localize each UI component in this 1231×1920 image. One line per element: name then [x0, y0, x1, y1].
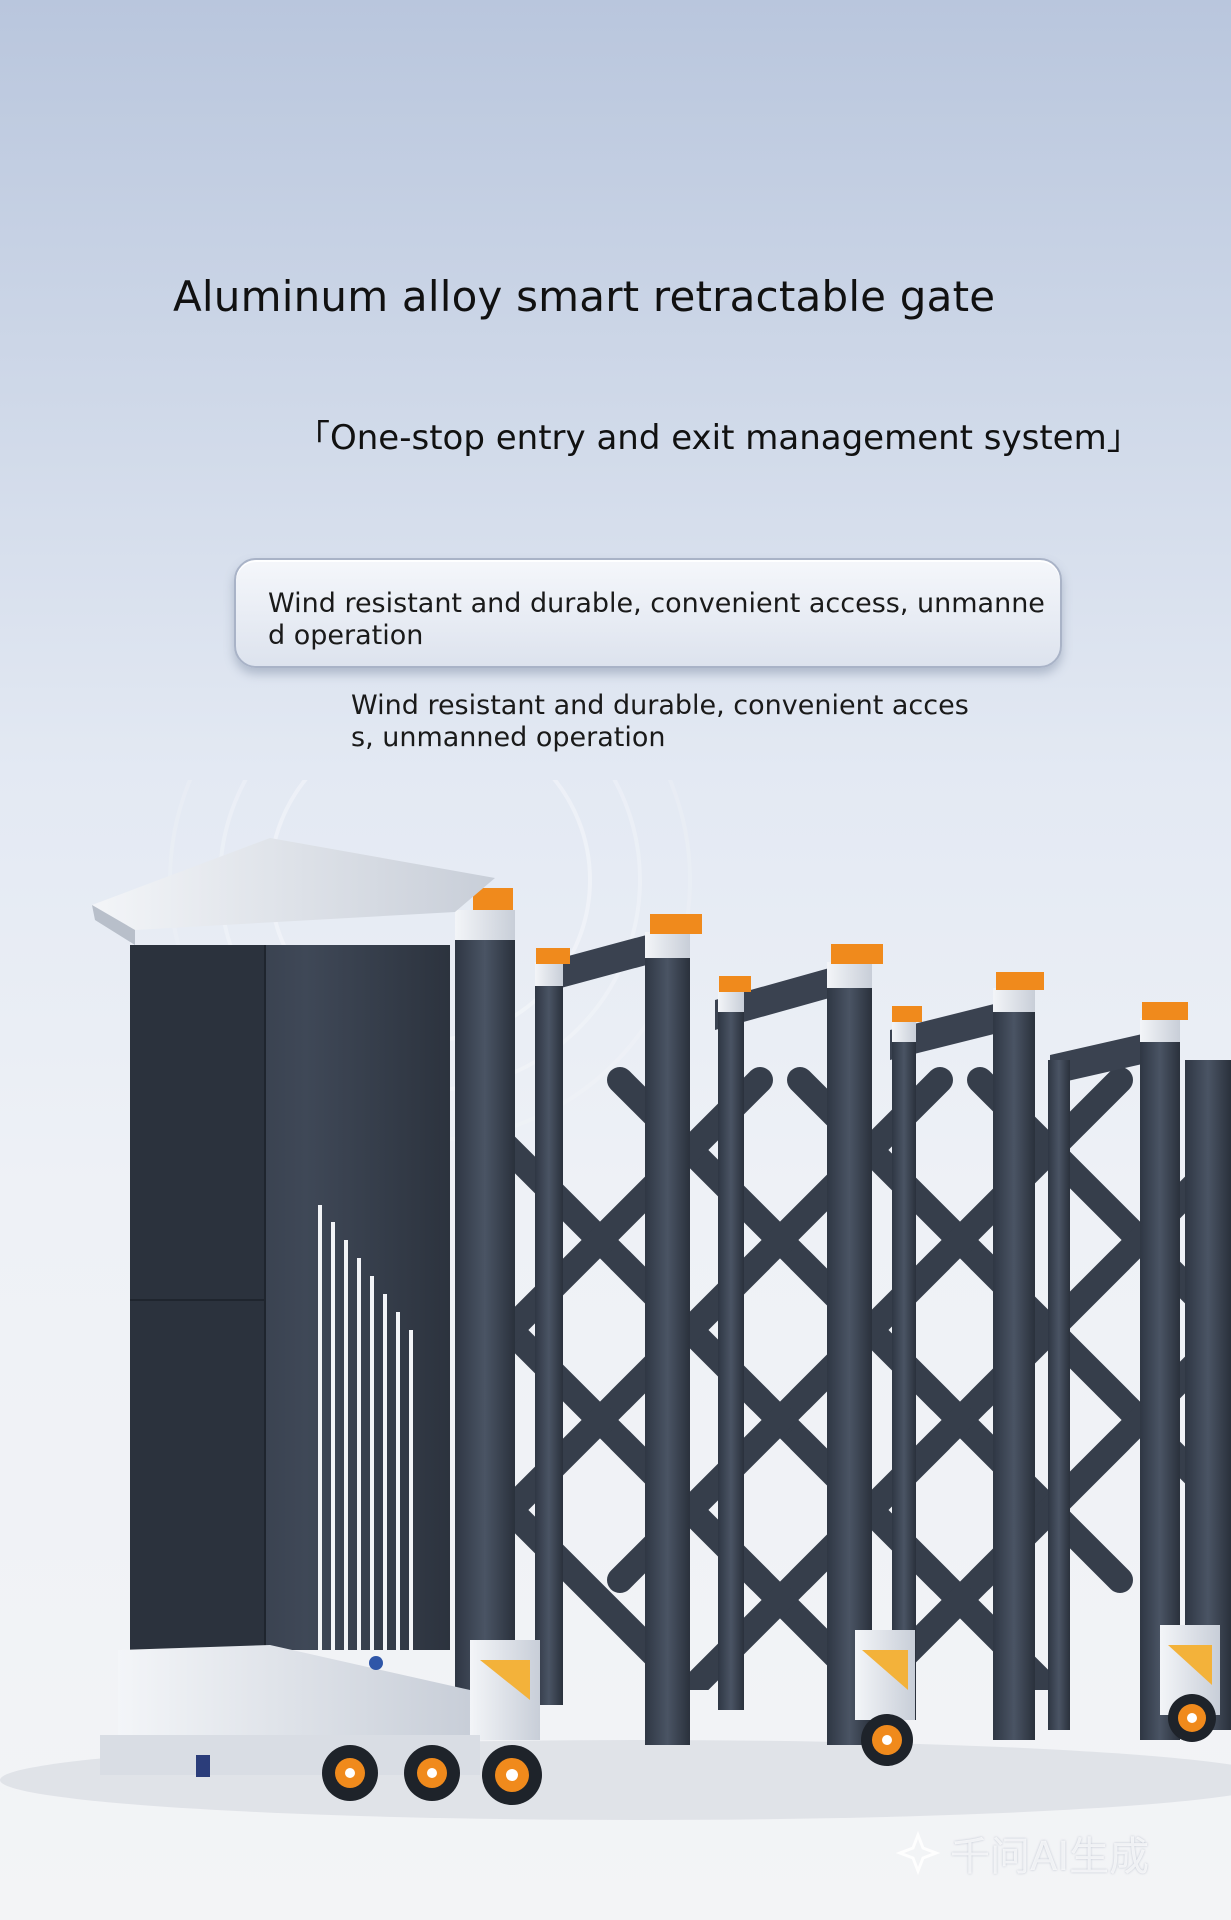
- ai-watermark: 千问AI生成: [896, 1824, 1149, 1882]
- feature-pill-text: Wind resistant and durable, convenient a…: [268, 588, 1045, 651]
- feature-description: Wind resistant and durable, convenient a…: [351, 690, 969, 753]
- feature-pill: Wind resistant and durable, convenient a…: [234, 558, 1062, 668]
- page-subtitle: 「One-stop entry and exit management syst…: [296, 418, 1141, 458]
- retractable-gate-illustration: [0, 780, 1231, 1820]
- page-title: Aluminum alloy smart retractable gate: [173, 272, 996, 321]
- sparkle-icon: [896, 1831, 940, 1875]
- watermark-text: 千问AI生成: [950, 1834, 1150, 1880]
